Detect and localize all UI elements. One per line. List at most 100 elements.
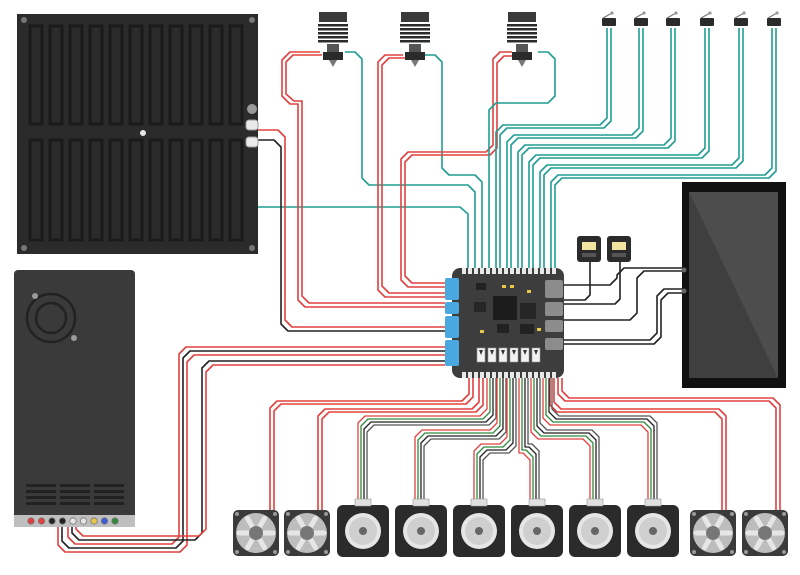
wire-board-to-screen bbox=[563, 288, 685, 341]
wire-hotend1-heater bbox=[281, 51, 445, 308]
psu-terminal bbox=[111, 517, 119, 525]
psu-terminal bbox=[58, 517, 67, 525]
wire-hotend3-heater bbox=[404, 55, 514, 284]
wire-psu-to-board bbox=[57, 354, 445, 553]
stepper-motor-icon bbox=[627, 498, 679, 557]
board-chips bbox=[474, 283, 536, 334]
endstops bbox=[602, 11, 781, 26]
wire-stepper-1 bbox=[357, 378, 497, 505]
board-blue-connectors bbox=[445, 278, 459, 366]
psu-fan-grille bbox=[25, 292, 77, 344]
wire-endstop-3 bbox=[517, 28, 672, 270]
power-supply bbox=[14, 270, 135, 527]
wire-endstop-1 bbox=[499, 28, 612, 270]
board-top-pins bbox=[462, 268, 556, 274]
wire-fan-3 bbox=[553, 378, 727, 510]
wire-endstop-4 bbox=[532, 28, 710, 270]
hotend-icon bbox=[318, 12, 348, 67]
psu-terminal bbox=[100, 517, 109, 525]
wire-stepper-2 bbox=[414, 378, 507, 505]
wire-stepper-5 bbox=[530, 378, 600, 505]
wire-stepper-6 bbox=[542, 378, 658, 505]
small-modules bbox=[577, 236, 631, 262]
endstop bbox=[634, 11, 648, 26]
psu-terminal bbox=[48, 517, 56, 525]
wire-hotend1-heater bbox=[285, 54, 445, 304]
wire-fan-2 bbox=[317, 378, 480, 510]
wire-endstop-2 bbox=[510, 28, 644, 270]
stepper-motor bbox=[627, 498, 679, 557]
stepper-motor bbox=[337, 498, 389, 557]
stepper-motor-icon bbox=[395, 498, 447, 557]
wires bbox=[57, 28, 781, 553]
board-driver-slots bbox=[476, 347, 541, 363]
hotend-icon bbox=[400, 12, 430, 67]
wire-stepper-3 bbox=[473, 378, 517, 505]
controller-board bbox=[445, 268, 564, 378]
stepper-motors bbox=[337, 498, 679, 557]
fan-icon bbox=[233, 510, 279, 556]
wire-hotend1-thermistor bbox=[345, 51, 476, 270]
module-1 bbox=[577, 236, 601, 262]
limit-switch-icon bbox=[767, 11, 781, 26]
wire-board-to-module bbox=[563, 262, 621, 305]
stepper-motor-icon bbox=[453, 498, 505, 557]
wire-endstop-4 bbox=[528, 28, 706, 270]
wire-hotend2-thermistor bbox=[425, 54, 483, 270]
wire-board-to-module bbox=[563, 262, 591, 301]
wire-bed-power bbox=[258, 129, 445, 328]
wire-hotend3-heater bbox=[400, 51, 512, 288]
heated-bed bbox=[17, 14, 259, 254]
hotend-icon bbox=[507, 12, 537, 67]
stepper-motor bbox=[511, 498, 563, 557]
wire-fan-1 bbox=[273, 378, 474, 510]
endstop bbox=[700, 11, 714, 26]
wire-hotend2-heater bbox=[381, 57, 445, 294]
hotend bbox=[318, 12, 348, 67]
wire-fan-1 bbox=[269, 378, 470, 510]
stepper-motor-icon bbox=[337, 498, 389, 557]
limit-switch-icon bbox=[666, 11, 680, 26]
wire-fan-4 bbox=[557, 378, 777, 510]
heated-bed-icon bbox=[17, 14, 258, 254]
endstop bbox=[666, 11, 680, 26]
wire-endstop-2 bbox=[506, 28, 640, 270]
stepper-motor-icon bbox=[511, 498, 563, 557]
hotend bbox=[400, 12, 430, 67]
wire-endstop-6 bbox=[550, 28, 773, 270]
wire-board-to-screen bbox=[563, 270, 685, 321]
endstop bbox=[767, 11, 781, 26]
stepper-motor bbox=[569, 498, 621, 557]
stepper-motor bbox=[453, 498, 505, 557]
endstop bbox=[734, 11, 748, 26]
wire-bed-power bbox=[258, 139, 445, 332]
fan-icon bbox=[742, 510, 788, 556]
wire-hotend3-thermistor bbox=[488, 51, 556, 270]
wire-endstop-3 bbox=[521, 28, 676, 270]
limit-switch-icon bbox=[734, 11, 748, 26]
fans bbox=[233, 510, 788, 556]
fan bbox=[233, 510, 279, 556]
wire-fan-4 bbox=[561, 378, 781, 510]
wire-board-to-screen bbox=[563, 292, 685, 345]
psu-terminal bbox=[27, 517, 35, 525]
endstop bbox=[602, 11, 616, 26]
wire-endstop-5 bbox=[543, 28, 744, 270]
board-leds bbox=[480, 285, 541, 333]
touch-screen bbox=[681, 182, 786, 388]
fan-icon bbox=[284, 510, 330, 556]
psu-terminal bbox=[37, 517, 46, 525]
wire-hotend2-heater bbox=[377, 54, 445, 298]
stepper-motor bbox=[395, 498, 447, 557]
wire-endstop-6 bbox=[554, 28, 777, 270]
board-bottom-pins bbox=[462, 372, 556, 378]
wire-endstop-5 bbox=[539, 28, 740, 270]
wire-fan-3 bbox=[549, 378, 723, 510]
wire-endstop-1 bbox=[495, 28, 608, 270]
fan bbox=[742, 510, 788, 556]
hotend bbox=[507, 12, 537, 67]
heated-bed-traces bbox=[28, 24, 244, 242]
board-side-connectors bbox=[545, 280, 563, 350]
